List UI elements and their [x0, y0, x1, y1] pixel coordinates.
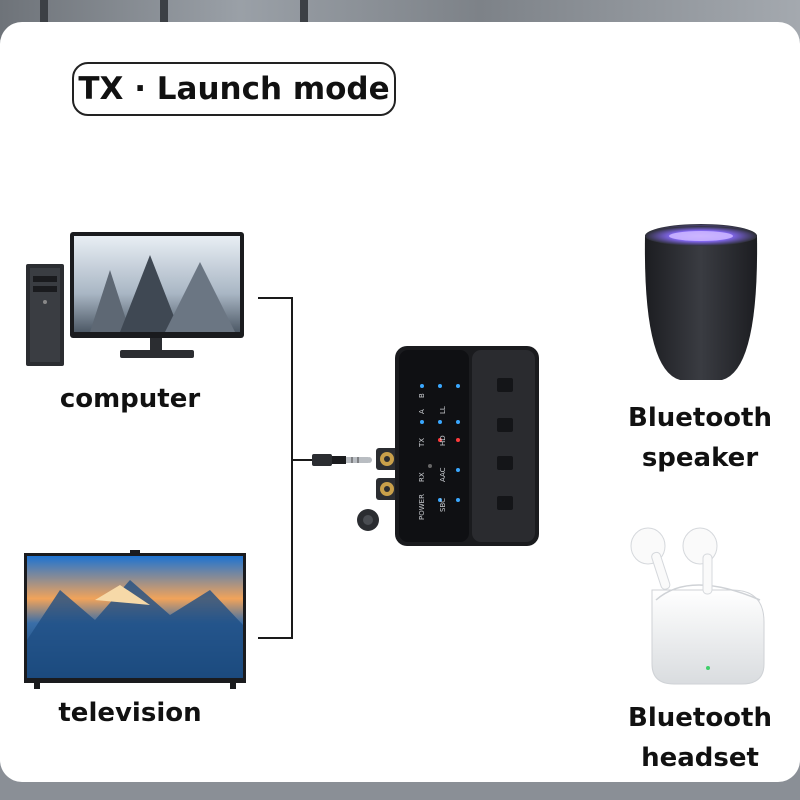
pc-tower: [26, 264, 64, 366]
led-label-power: POWER: [418, 494, 426, 520]
headset-label: Bluetooth headset: [620, 698, 780, 778]
computer-label: computer: [59, 384, 201, 414]
led-label-ll: LL: [439, 406, 447, 414]
led-label-tx: TX: [418, 438, 426, 448]
led-label-rx: RX: [418, 472, 426, 482]
frame-bar: [300, 0, 308, 22]
mode-title: TX · Launch mode: [72, 62, 396, 116]
speaker-label: Bluetooth speaker: [620, 398, 780, 478]
computer-monitor: [70, 232, 244, 358]
frame-bar: [40, 0, 48, 22]
television-screen: [24, 550, 246, 689]
speaker-device: [644, 224, 758, 380]
led-label-b: B: [418, 393, 426, 398]
connection-lines: [258, 297, 312, 639]
transmitter-led-labels: POWER RX TX A SBC AAC HD LL B: [418, 393, 447, 520]
led-label-a: A: [418, 409, 426, 414]
led-label-aac: AAC: [439, 467, 447, 482]
speaker-label-line2: speaker: [641, 443, 759, 473]
audio-jack-plug: [312, 454, 372, 466]
headset-label-line1: Bluetooth: [628, 703, 772, 733]
mode-title-text: TX · Launch mode: [78, 71, 390, 107]
led-label-sbc: SBC: [439, 498, 447, 512]
headset-label-line2: headset: [641, 743, 759, 773]
frame-bar: [160, 0, 168, 22]
speaker-label-line1: Bluetooth: [628, 403, 772, 433]
headset-device: [630, 527, 765, 685]
television-label: television: [58, 698, 202, 728]
bt-transmitter: [357, 346, 539, 546]
led-label-hd: HD: [439, 435, 447, 446]
transmitter-leds: [420, 384, 460, 502]
